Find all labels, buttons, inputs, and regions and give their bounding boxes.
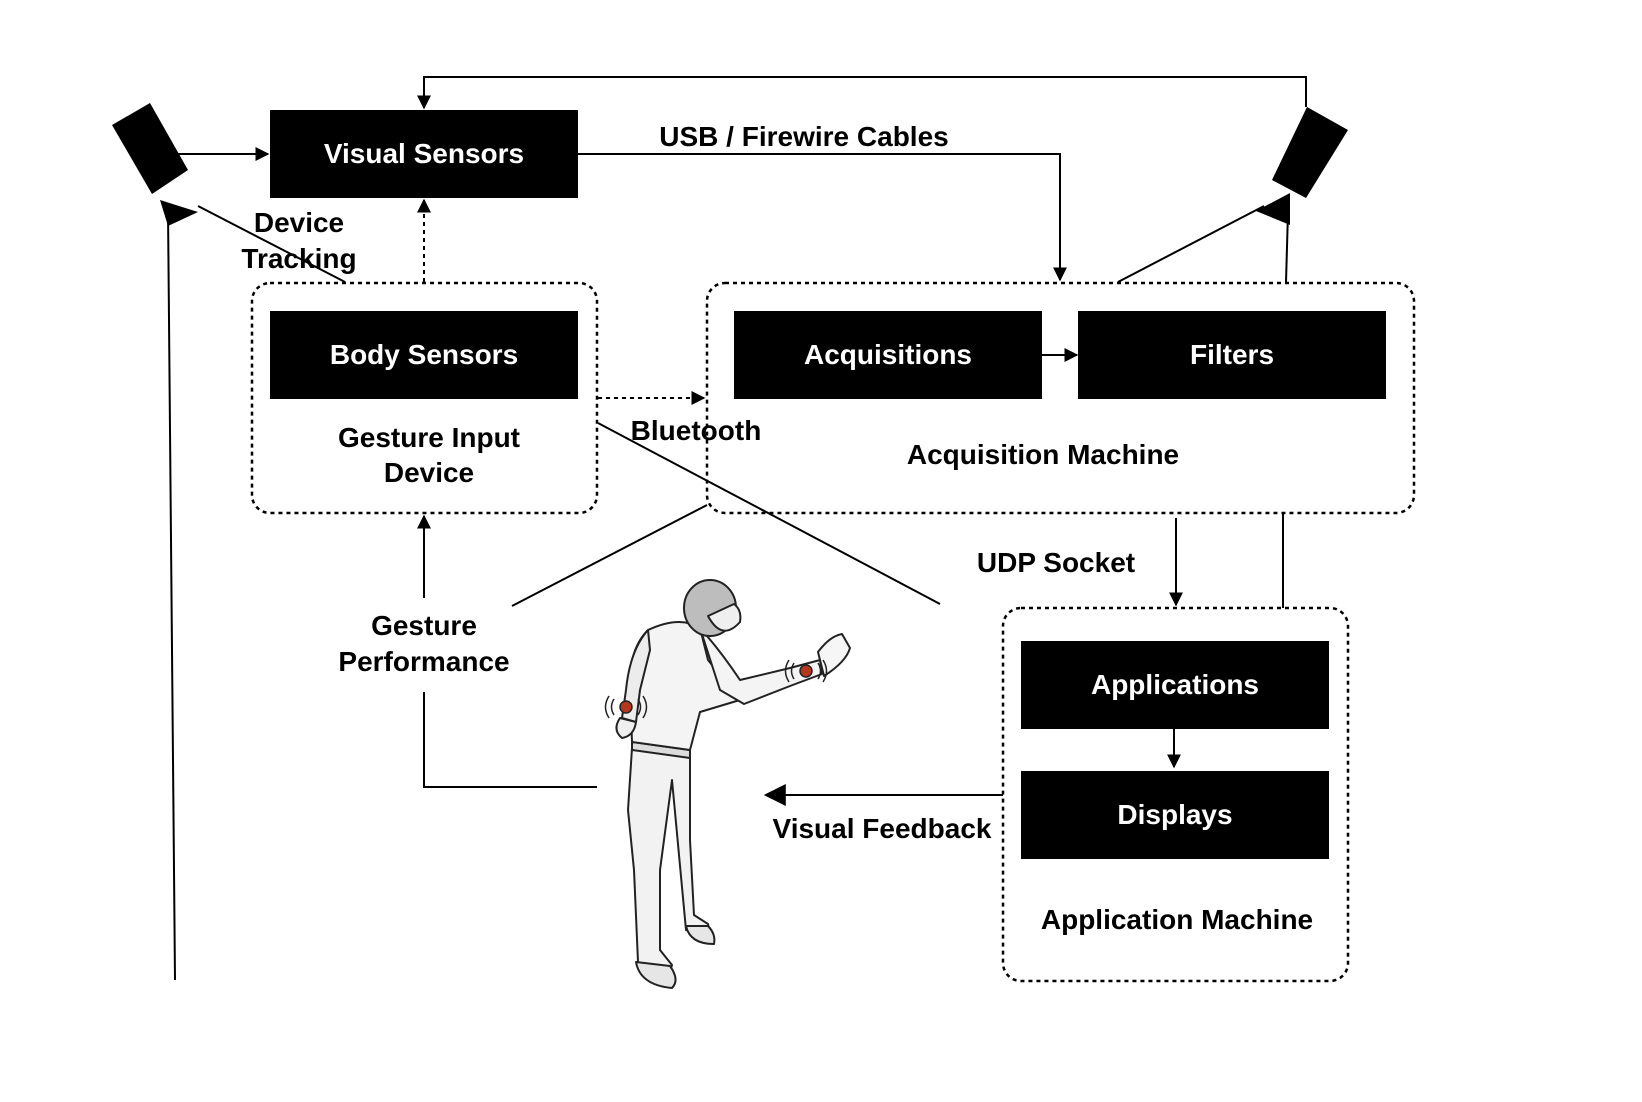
body-sensors-label: Body Sensors: [330, 339, 518, 370]
body-sensors-block: Body Sensors: [270, 311, 578, 399]
acquisition-machine-label: Acquisition Machine: [907, 439, 1179, 470]
left-camera-view-line: [167, 209, 176, 981]
acquisitions-block: Acquisitions: [734, 311, 1042, 399]
right-camera-icon: [1256, 107, 1348, 225]
filters-block: Filters: [1078, 311, 1386, 399]
gesture-performance-label-line1: Gesture: [371, 610, 477, 641]
visual-sensors-block: Visual Sensors: [270, 110, 578, 198]
device-tracking-label-line2: Tracking: [241, 243, 356, 274]
gesture-performance-label-line2: Performance: [338, 646, 509, 677]
sensor-icon: [604, 695, 648, 719]
filters-label: Filters: [1190, 339, 1274, 370]
view-cone-line-1: [511, 504, 708, 607]
left-camera-icon: [112, 103, 198, 226]
application-machine-group: [1001, 606, 1350, 983]
gesture-performance-arrow: [423, 692, 597, 788]
device-tracking-label-line1: Device: [254, 207, 344, 238]
gesture-input-device-label-line2: Device: [384, 457, 474, 488]
sensor-icon: [784, 659, 828, 683]
gesture-input-device-label-line1: Gesture Input: [338, 422, 520, 453]
applications-block: Applications: [1021, 641, 1329, 729]
application-machine-label: Application Machine: [1041, 904, 1313, 935]
right-camera-view-line-2: [1285, 211, 1289, 283]
displays-block: Displays: [1021, 771, 1329, 859]
device-tracking-line: [197, 205, 346, 283]
person-figure-icon: [615, 579, 851, 989]
usb-firewire-label: USB / Firewire Cables: [659, 121, 948, 152]
applications-label: Applications: [1091, 669, 1259, 700]
acquisition-machine-group: [705, 281, 1416, 515]
view-cone-line-2: [597, 422, 941, 605]
visual-sensors-label: Visual Sensors: [324, 138, 524, 169]
displays-label: Displays: [1117, 799, 1232, 830]
visual-feedback-label: Visual Feedback: [773, 813, 992, 844]
bluetooth-label: Bluetooth: [631, 415, 762, 446]
usb-firewire-arrow: [578, 153, 1067, 282]
gesture-input-device-group: [250, 281, 599, 515]
acquisitions-label: Acquisitions: [804, 339, 972, 370]
connectors: [167, 76, 1307, 981]
right-camera-view-line-1: [1117, 205, 1265, 283]
udp-socket-label: UDP Socket: [977, 547, 1135, 578]
camera-feedback-loop-arrow: [417, 76, 1307, 110]
